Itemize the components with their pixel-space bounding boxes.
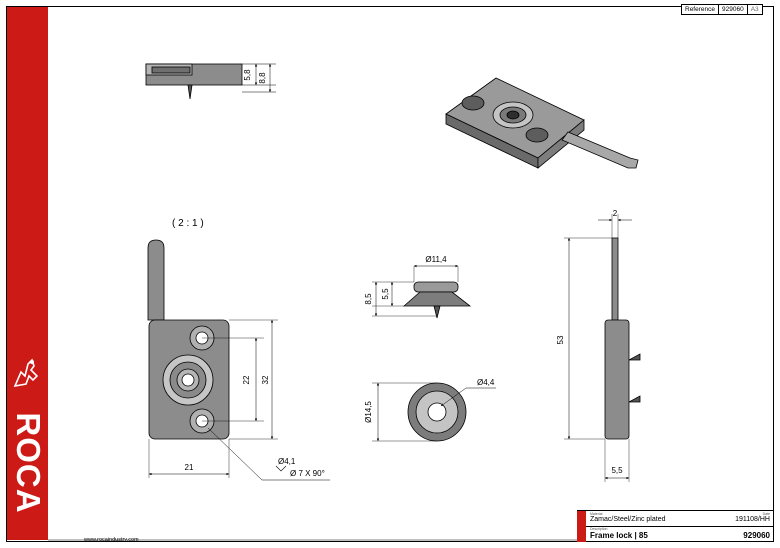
rivet-bottom-view bbox=[372, 382, 496, 442]
rivet-side-view bbox=[372, 264, 472, 319]
side-view bbox=[564, 214, 641, 482]
front-view bbox=[147, 239, 330, 481]
dim-plate-width: 21 bbox=[185, 463, 194, 472]
dim-top-height: 5,8 bbox=[243, 69, 252, 81]
reference-label: Reference bbox=[682, 5, 719, 14]
title-block-divider bbox=[586, 526, 774, 527]
part-number: 929060 bbox=[743, 531, 770, 540]
dim-top-total: 8,8 bbox=[258, 72, 267, 84]
material-label: Material bbox=[590, 512, 603, 516]
dim-rivet-h1: 8,5 bbox=[364, 293, 373, 305]
title-block-row-2: Frame lock | 85 929060 bbox=[590, 531, 770, 540]
dim-thickness: 2 bbox=[613, 209, 618, 218]
dim-hole-dia: Ø4,1 bbox=[278, 457, 296, 466]
dim-plate-inner: 22 bbox=[242, 375, 251, 384]
roca-logo-icon bbox=[13, 358, 39, 388]
title-block-row-1: Zamac/Steel/Zinc plated 191108/HH bbox=[590, 516, 770, 523]
dim-rivet-h2: 5,5 bbox=[381, 288, 390, 300]
isometric-view bbox=[445, 77, 639, 169]
description-label: Description bbox=[590, 527, 608, 531]
description-value: Frame lock | 85 bbox=[590, 531, 648, 540]
title-block-accent bbox=[577, 511, 586, 542]
dim-plate-outer: 32 bbox=[261, 375, 270, 384]
website-link[interactable]: www.rocaindustry.com bbox=[84, 537, 139, 543]
sheet-size: A3 bbox=[750, 6, 759, 13]
title-block: Material Date Zamac/Steel/Zinc plated 19… bbox=[577, 510, 774, 542]
dim-rivet-head: Ø11,4 bbox=[425, 255, 447, 264]
dim-countersink: Ø 7 X 90° bbox=[290, 469, 325, 478]
material-value: Zamac/Steel/Zinc plated bbox=[590, 516, 666, 523]
date-code: 191108/HH bbox=[735, 516, 770, 523]
drawing-frame bbox=[6, 6, 774, 542]
scale-note: ( 2 : 1 ) bbox=[172, 218, 204, 229]
reference-number: 929060 bbox=[719, 5, 748, 14]
dim-rivet-hole: Ø4,4 bbox=[477, 378, 495, 387]
dim-side-width: 5,5 bbox=[611, 466, 623, 475]
dim-rivet-bottom: Ø14,5 bbox=[364, 401, 373, 423]
dim-side-height: 53 bbox=[556, 335, 565, 344]
date-label: Date bbox=[762, 512, 770, 516]
reference-box: Reference 929060 A3 bbox=[681, 4, 763, 15]
brand-sidebar bbox=[7, 7, 48, 540]
top-view bbox=[145, 63, 276, 100]
